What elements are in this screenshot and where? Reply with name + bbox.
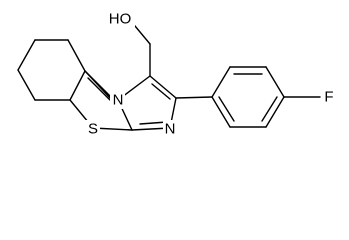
bond — [149, 75, 177, 99]
bond — [265, 96, 285, 128]
cyclohexane-ring — [17, 39, 86, 101]
bond — [17, 39, 36, 71]
bond — [84, 70, 113, 99]
atom-labels: HO N S N F — [85, 10, 336, 138]
bond — [139, 121, 168, 125]
sulfur-label: S — [88, 121, 98, 138]
bond — [151, 83, 171, 100]
bond — [17, 69, 36, 101]
bond — [67, 39, 86, 72]
bond — [87, 77, 111, 101]
fluorophenyl-group — [175, 66, 321, 128]
bond — [211, 96, 231, 128]
imidazole-ring — [117, 75, 177, 131]
hydroxymethyl-group — [129, 19, 151, 77]
molecule-structure-diagram: HO N S N F — [17, 10, 336, 138]
bond — [175, 96, 213, 99]
bond — [261, 96, 278, 122]
imine-nitrogen-label: N — [165, 121, 176, 138]
bond — [265, 66, 285, 98]
bond — [211, 66, 231, 98]
fluorine-label: F — [324, 89, 333, 106]
hydroxyl-label: HO — [109, 11, 132, 28]
bridgehead-nitrogen-label: N — [113, 92, 124, 109]
bond — [69, 70, 86, 101]
bond — [218, 96, 235, 122]
